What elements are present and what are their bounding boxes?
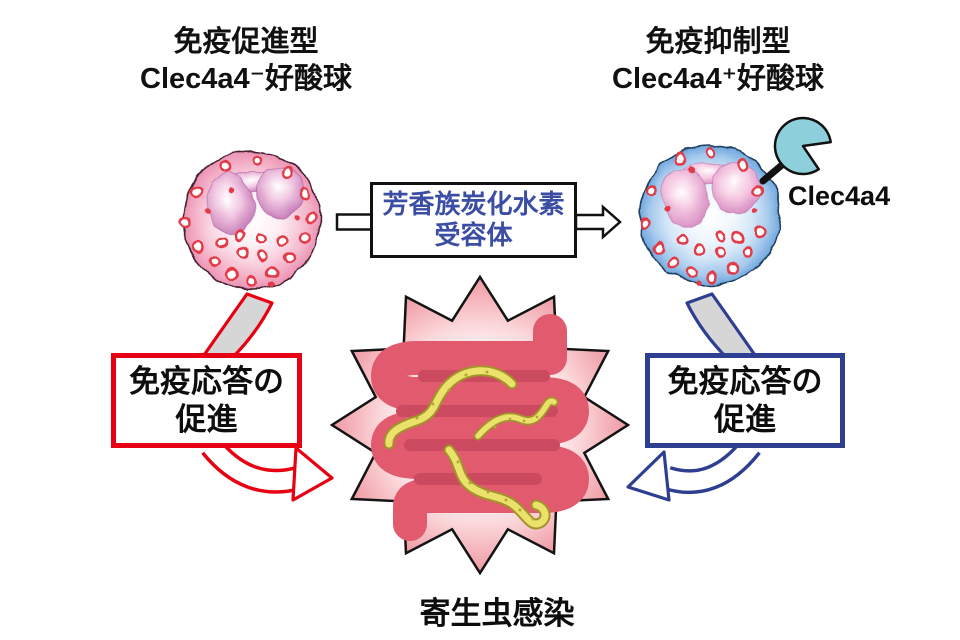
left-effect-box-line1: 免疫応答の	[129, 363, 284, 399]
worm-icon-lower	[443, 444, 551, 530]
gray-curved-arrow-right	[685, 292, 759, 360]
left-eosinophil-nucleus	[207, 165, 305, 236]
right-eosinophil-nucleus	[661, 161, 761, 228]
worm-icon-upper	[383, 365, 518, 450]
right-cell-title-line2: Clec4a4⁺好酸球	[612, 63, 824, 95]
parasite-infection-label: 寄生虫感染	[419, 596, 575, 631]
worm-speckles	[415, 370, 539, 521]
left-eosinophil-illustration	[179, 150, 322, 290]
ahr-block-arrow	[335, 204, 622, 240]
left-cell-title-line2: Clec4a4⁻好酸球	[140, 63, 352, 95]
left-cell-title-line1: 免疫促進型	[173, 26, 319, 58]
right-eosinophil-illustration	[639, 144, 781, 286]
red-outline-arrow-left	[201, 437, 334, 502]
clec4a4-receptor-icon	[759, 116, 832, 185]
right-effect-box-line2: 促進	[714, 401, 776, 437]
left-eosinophil-granules	[179, 154, 318, 287]
gray-curved-arrow-left	[200, 292, 274, 360]
clec4a4-receptor-label: Clec4a4	[788, 181, 891, 211]
ahr-receptor-box-line2: 受容体	[434, 220, 513, 250]
ahr-receptor-box: 芳香族炭化水素 受容体	[370, 182, 577, 258]
block-arrow-shaft-left	[335, 213, 375, 231]
blue-outline-arrow-right	[626, 438, 761, 502]
ahr-receptor-box-line1: 芳香族炭化水素	[382, 189, 565, 219]
right-cell-title-line1: 免疫抑制型	[645, 26, 791, 58]
left-cell-title: 免疫促進型 Clec4a4⁻好酸球	[86, 24, 406, 98]
right-effect-box: 免疫応答の 促進	[645, 353, 845, 448]
right-eosinophil-granules	[639, 146, 767, 286]
block-arrow-head-right	[574, 204, 622, 240]
parasite-worms	[383, 365, 559, 530]
left-effect-box: 免疫応答の 促進	[111, 353, 302, 448]
left-effect-box-line2: 促進	[175, 401, 238, 437]
right-effect-box-line1: 免疫応答の	[667, 363, 823, 399]
right-cell-title: 免疫抑制型 Clec4a4⁺好酸球	[558, 24, 878, 98]
worm-icon-right	[473, 396, 559, 441]
